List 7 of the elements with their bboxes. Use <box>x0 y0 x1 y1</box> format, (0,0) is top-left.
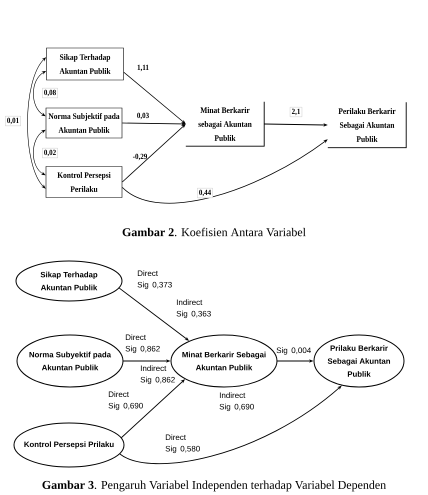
variable-box: Norma Subjektif pada Akuntan Publik <box>46 108 122 138</box>
figure-caption: Gambar 3. Pengaruh Variabel Independen terhadap Variabel Dependen <box>42 480 386 492</box>
figure-caption: Gambar 2. Koefisien Antara Variabel <box>122 228 306 236</box>
variable-box: Kontrol Persepsi Perilaku <box>46 166 122 198</box>
variable-box: Sikap Terhadap Akuntan Publik <box>46 48 124 80</box>
variable-box: Minat Berkarir sebagai Akuntan Publik <box>185 101 265 147</box>
variable-box: Perilaku Berkarir Sebagai Akuntan Publik <box>327 102 407 148</box>
